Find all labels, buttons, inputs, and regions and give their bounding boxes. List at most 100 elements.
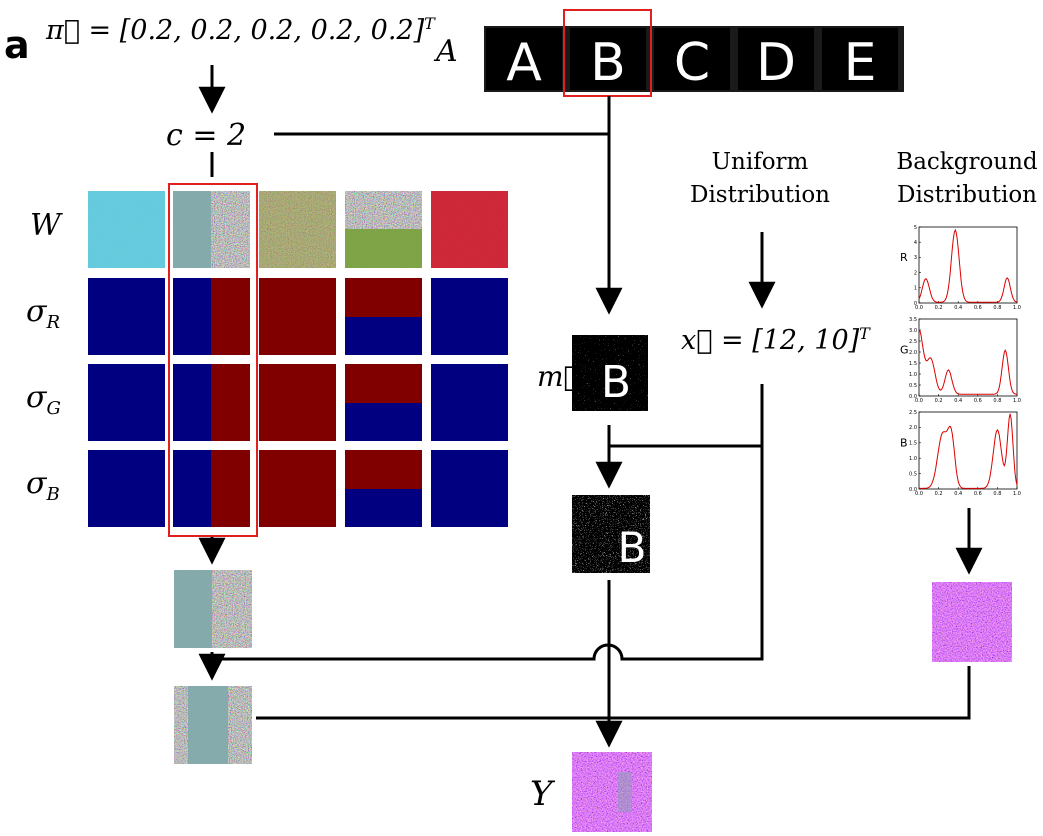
x-tick-label: 0.8 [993,491,1001,497]
y-tick-label: 2.0 [909,350,917,356]
y-tick-label: 3.0 [909,328,917,334]
letter-tile-d [738,28,814,90]
y-tick-label: 1.5 [909,361,917,367]
x-tick-label: 0.6 [974,305,982,311]
x-tick-label: 0.8 [993,305,1001,311]
x-tick-label: 0.4 [954,491,962,497]
pi-vector-label: π⃗ = [0.2, 0.2, 0.2, 0.2, 0.2]T [46,14,435,46]
sigma-r-cell-5 [431,278,508,355]
sigma-g-cell-4 [345,364,422,441]
sigma-b-cell-4 [345,450,422,527]
y-tick-label: 0 [914,301,917,307]
letter-tile-b [570,28,646,90]
letter-tile-a [486,28,562,90]
y-tick-label: 1 [914,286,917,292]
sigma-b-cell-1 [88,450,165,527]
y-tick-label: 0.5 [909,471,917,477]
weight-grid [88,183,508,537]
y-tick-label: 1.0 [909,456,917,462]
sigma-r-cell-4 [345,278,422,355]
sigma-g-cell-2 [173,364,250,441]
background-distribution-label: Background Distribution [896,149,1038,208]
plot-channel-label: G [900,344,909,357]
y-tick-label: 3 [914,255,917,261]
uniform-distribution-label: Uniform Distribution [690,149,830,208]
y-tick-label: 1.5 [909,441,917,447]
svg-text:B: B [601,357,631,408]
x-tick-label: 0.2 [935,491,943,497]
position-vector-label: x⃗ = [12, 10]T [681,324,870,356]
sigma-g-cell-1 [88,364,165,441]
x-tick-label: 0.0 [915,491,923,497]
plot-channel-label: R [900,251,908,264]
sigma-g-cell-3 [259,364,336,441]
x-tick-label: 1.0 [1013,491,1021,497]
y-tick-label: 0.5 [909,383,917,389]
plot-frame [918,226,1018,304]
letter-e: E [844,33,877,93]
output-image [572,752,652,832]
y-tick-label: 2 [914,270,917,276]
row-label-sigma-r: σR [26,294,61,333]
w-cell-2 [173,191,250,268]
letter-tile-e [822,28,898,90]
y-tick-label: 2.0 [909,425,917,431]
density-curve [919,413,1018,489]
x-tick-label: 1.0 [1013,305,1021,311]
sigma-g-cell-5 [431,364,508,441]
x-tick-label: 0.4 [954,398,962,404]
row-label-sigma-b: σB [26,466,60,505]
letter-b: B [590,33,626,93]
plot-frame [918,318,1018,397]
panel-label: a [4,23,30,67]
x-tick-label: 0.0 [915,398,923,404]
class-label: c = 2 [166,118,247,153]
sigma-b-cell-2 [173,450,250,527]
x-tick-label: 0.4 [954,305,962,311]
selected-column-highlight [168,183,258,537]
y-tick-label: 1.0 [909,372,917,378]
background-to-output-line [256,666,971,720]
selected-weight-patch [174,570,252,648]
pi-transpose: T [424,14,435,33]
x-tick-label: 0.2 [935,398,943,404]
background-patch [932,582,1012,662]
row-label-sigma-g: σG [26,380,61,419]
y-tick-label: 0.0 [909,394,917,400]
sigma-b-cell-3 [259,450,336,527]
sigma-r-cell-1 [88,278,165,355]
mask-image: B [572,335,648,411]
mask-label: m⃗ [537,360,581,393]
x-tick-label: 0.6 [974,398,982,404]
plot-frame [918,411,1018,490]
y-tick-label: 4 [914,240,917,246]
flow-connectors [198,65,983,748]
y-tick-label: 3.5 [909,317,917,323]
y-tick-label: 5 [914,225,917,231]
letter-d: D [756,33,796,93]
x-tick-label: 0.2 [935,305,943,311]
y-tick-label: 2.5 [909,339,917,345]
sigma-r-cell-2 [173,278,250,355]
x-tick-label: 0.6 [974,491,982,497]
plot-channel-label: B [900,437,908,450]
density-curve [918,329,1018,395]
output-label: Y [530,774,553,814]
sigma-r-cell-3 [259,278,336,355]
alphabet-label: A [436,34,458,69]
y-tick-label: 0.0 [909,487,917,493]
svg-text:B: B [618,523,647,572]
x-tick-label: 1.0 [1013,398,1021,404]
shifted-weight-patch [174,686,252,764]
w-cell-4 [345,191,422,268]
y-tick-label: 2.5 [909,410,917,416]
background-distribution-plots: 0 1 2 3 4 5 0.0 0.2 0.4 0.6 0.8 1.0 R 0.0 0.5 1.0 1.5 2.0… [900,225,1021,497]
letter-tile-c [654,28,730,90]
shifted-mask-image: B [572,495,650,573]
letter-a: A [506,33,542,93]
